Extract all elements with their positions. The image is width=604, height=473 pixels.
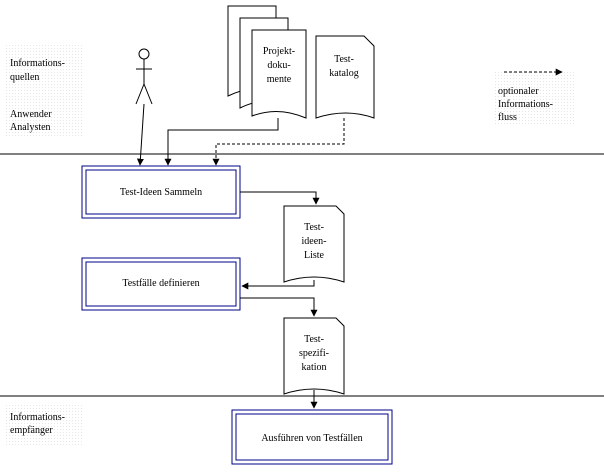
doc-project-docs: Projekt- doku- mente: [227, 5, 307, 119]
svg-text:Informations-: Informations-: [10, 412, 65, 423]
label-users: Anwender Analysten: [10, 109, 52, 133]
flow-collect-to-ideas: [240, 191, 320, 205]
svg-text:Informations-: Informations-: [10, 58, 65, 69]
svg-text:spezifi-: spezifi-: [299, 348, 329, 359]
process-execute: Ausführen von Testfällen: [231, 409, 393, 465]
doc-test-catalog: Test- katalog: [315, 35, 375, 119]
svg-text:Testfälle definieren: Testfälle definieren: [122, 278, 199, 289]
svg-text:Test-: Test-: [304, 334, 324, 345]
legend-optional-flow: optionaler Informations- fluss: [498, 68, 563, 123]
svg-text:Test-: Test-: [304, 222, 324, 233]
svg-text:Test-: Test-: [334, 54, 354, 65]
label-sources: Informations- quellen: [10, 58, 65, 83]
flow-docs-to-collect: [164, 118, 279, 166]
svg-text:Liste: Liste: [304, 250, 325, 261]
doc-ideas-list: Test- ideen- Liste: [283, 205, 345, 283]
svg-text:katalog: katalog: [329, 68, 358, 79]
svg-text:Test-Ideen Sammeln: Test-Ideen Sammeln: [120, 187, 202, 198]
svg-text:fluss: fluss: [498, 112, 517, 123]
process-define: Testfälle definieren: [81, 257, 241, 311]
user-figure-icon: [135, 48, 153, 105]
svg-text:quellen: quellen: [10, 72, 39, 83]
sources-zone: [4, 44, 84, 138]
svg-text:Ausführen von Testfällen: Ausführen von Testfällen: [261, 433, 362, 444]
svg-text:Informations-: Informations-: [498, 99, 553, 110]
svg-text:Projekt-: Projekt-: [263, 46, 295, 57]
flow-user-to-collect: [136, 103, 145, 166]
flow-ideas-to-define: [241, 280, 315, 290]
process-collect: Test-Ideen Sammeln: [81, 165, 241, 219]
svg-text:Analysten: Analysten: [10, 122, 51, 133]
svg-text:ideen-: ideen-: [302, 236, 327, 247]
svg-text:optionaler: optionaler: [498, 86, 539, 97]
flow-catalog-to-collect-optional: [212, 118, 345, 166]
label-receivers: Informations- empfänger: [10, 412, 65, 436]
flow-define-to-spec: [240, 297, 318, 317]
svg-text:Anwender: Anwender: [10, 109, 52, 120]
doc-test-spec: Test- spezifi- kation: [283, 317, 345, 395]
receivers-zone: [4, 404, 84, 446]
svg-text:doku-: doku-: [267, 60, 290, 71]
svg-text:mente: mente: [267, 74, 292, 85]
svg-text:kation: kation: [302, 362, 327, 373]
svg-text:empfänger: empfänger: [10, 425, 53, 436]
legend-zone: [494, 72, 576, 124]
